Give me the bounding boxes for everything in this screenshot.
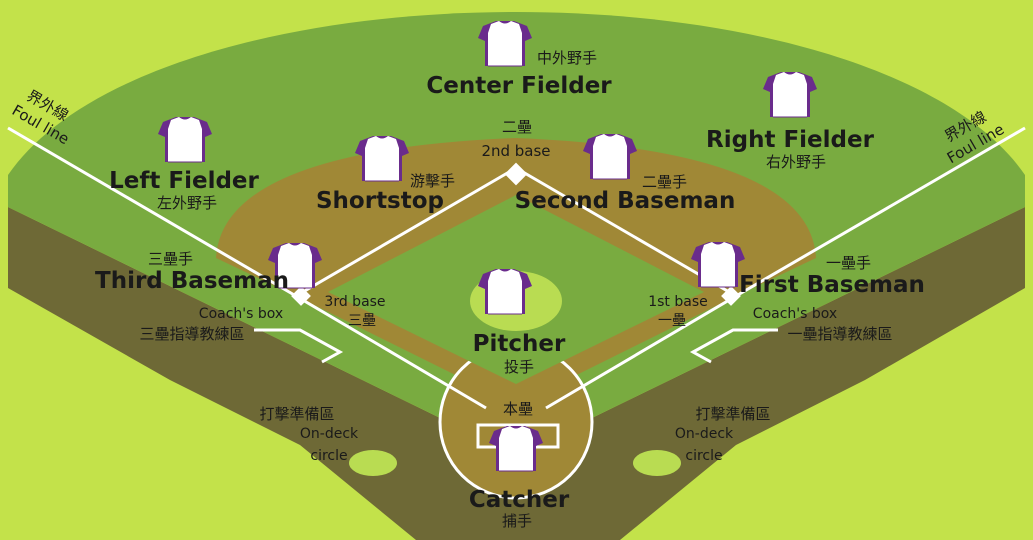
right-fielder-label: Right Fielder: [706, 127, 875, 153]
left-fielder-label: Left Fielder: [109, 168, 259, 194]
jersey-icon-first-baseman: [690, 241, 746, 288]
on-deck-circle-left: [349, 450, 397, 476]
home-plate-zh: 本壘: [503, 400, 533, 418]
jersey-icon-second-baseman: [582, 133, 638, 180]
on-deck-left-zh: 打擊準備區: [259, 405, 334, 423]
catcher-zh: 捕手: [502, 512, 532, 530]
left-foul-line: [7, 126, 297, 298]
center-fielder-zh: 中外野手: [537, 49, 597, 67]
jersey-icon-left-fielder: [157, 116, 213, 163]
first-base-zh: 一壘: [658, 313, 686, 329]
on-deck-left-en2: circle: [310, 448, 347, 464]
left-fielder-zh: 左外野手: [157, 194, 217, 212]
third-baseman-zh: 三壘手: [148, 250, 193, 268]
third-base-en: 3rd base: [324, 294, 385, 310]
on-deck-right-en1: On-deck: [675, 426, 734, 442]
pitcher-label: Pitcher: [473, 331, 566, 357]
right-foul-line: [735, 126, 1026, 298]
catcher-label: Catcher: [469, 487, 570, 513]
on-deck-right-zh: 打擊準備區: [695, 405, 770, 423]
third-coach-box-zh: 三壘指導教練區: [139, 325, 244, 343]
third-coach-box-en: Coach's box: [199, 306, 283, 322]
first-coach-box-zh: 一壘指導教練區: [787, 325, 892, 343]
first-baseman-zh: 一壘手: [826, 254, 871, 272]
first-coach-box: [689, 328, 778, 364]
pitcher-zh: 投手: [504, 358, 534, 376]
shortstop-zh: 游擊手: [410, 172, 455, 190]
on-deck-circle-right: [633, 450, 681, 476]
jersey-icon-pitcher: [477, 268, 533, 315]
third-coach-box: [254, 328, 344, 364]
center-fielder-label: Center Fielder: [426, 73, 612, 99]
third-base-bag: [291, 286, 311, 306]
second-baseman-zh: 二壘手: [642, 173, 687, 191]
jersey-icon-catcher: [488, 425, 544, 472]
first-baseman-label: First Baseman: [739, 272, 925, 298]
shortstop-label: Shortstop: [316, 188, 444, 214]
second-base-zh: 二壘: [502, 118, 532, 136]
second-baseman-label: Second Baseman: [515, 188, 736, 214]
first-base-en: 1st base: [648, 294, 708, 310]
first-coach-box-en: Coach's box: [753, 306, 837, 322]
third-base-zh: 三壘: [348, 313, 376, 329]
third-baseman-label: Third Baseman: [95, 268, 289, 294]
right-fielder-zh: 右外野手: [766, 153, 826, 171]
jersey-icon-center-fielder: [477, 20, 533, 67]
jersey-icon-shortstop: [354, 135, 410, 182]
jersey-icon-right-fielder: [762, 71, 818, 118]
on-deck-left-en1: On-deck: [300, 426, 359, 442]
on-deck-right-en2: circle: [685, 448, 722, 464]
second-base-en: 2nd base: [481, 142, 550, 160]
